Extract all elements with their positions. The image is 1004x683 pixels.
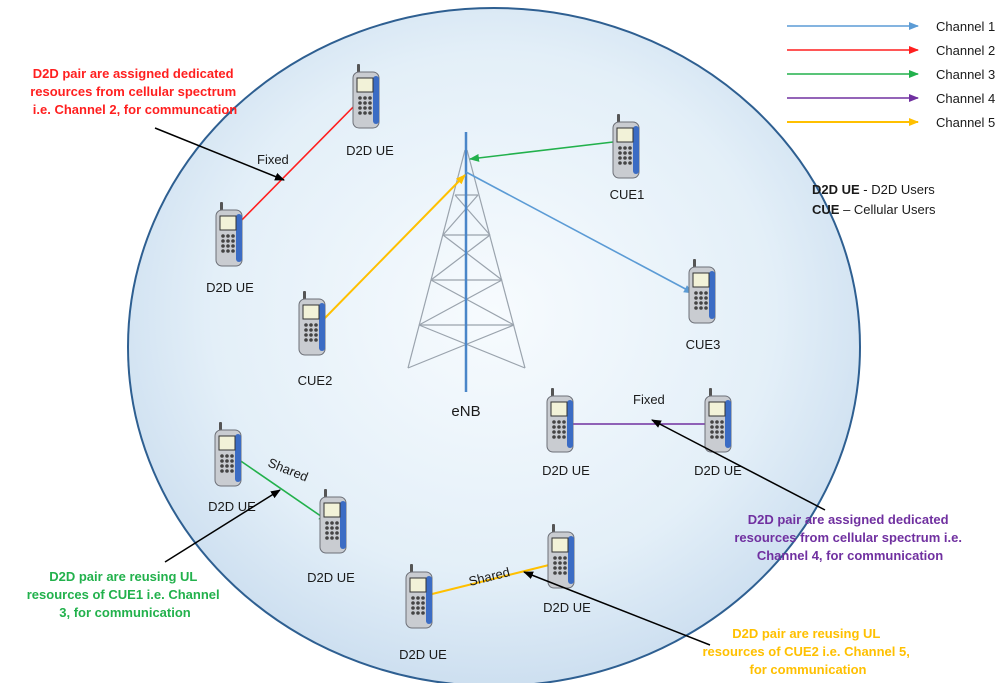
d2d-ue-label: D2D UE bbox=[694, 463, 742, 478]
note-ch4: D2D pair are assigned dedicated resource… bbox=[734, 512, 965, 563]
legend-label-channel-3: Channel 3 bbox=[936, 67, 995, 82]
fixed-link-label: Fixed bbox=[257, 152, 289, 167]
d2d-ue-label: D2D UE bbox=[542, 463, 590, 478]
channel1-link-cue3 bbox=[465, 171, 694, 294]
d2d-ue-phone-icon bbox=[405, 563, 433, 629]
legend-def-term: CUE bbox=[812, 202, 840, 217]
note-ch3: D2D pair are reusing UL resources of CUE… bbox=[27, 569, 224, 620]
cue1-phone-icon bbox=[612, 113, 640, 179]
legend-label-channel-1: Channel 1 bbox=[936, 19, 995, 34]
cue3-phone-icon bbox=[688, 258, 716, 324]
cue3-label: CUE3 bbox=[686, 337, 721, 352]
note-ch2-line: i.e. Channel 2, for communcation bbox=[33, 102, 237, 117]
note-ch3-line: D2D pair are reusing UL bbox=[49, 569, 197, 584]
d2d-ue-phone-icon bbox=[352, 63, 380, 129]
legend-def-text: – Cellular Users bbox=[839, 202, 936, 217]
note-ch5-pointer-arrow bbox=[523, 571, 711, 646]
legend-def-term: D2D UE bbox=[812, 182, 860, 197]
note-ch5: D2D pair are reusing UL resources of CUE… bbox=[703, 626, 914, 677]
channel5-link-cue2 bbox=[322, 174, 466, 321]
legend-label-channel-2: Channel 2 bbox=[936, 43, 995, 58]
enb-label: eNB bbox=[451, 403, 480, 420]
note-ch2-line: D2D pair are assigned dedicated bbox=[33, 66, 234, 81]
d2d-ue-phone-icon bbox=[546, 387, 574, 453]
note-ch4-pointer-arrow bbox=[651, 419, 826, 511]
note-ch2-pointer-arrow bbox=[154, 127, 285, 181]
note-ch3-pointer-arrow bbox=[164, 489, 281, 563]
note-ch4-line: D2D pair are assigned dedicated bbox=[748, 512, 949, 527]
note-ch3-line: resources of CUE1 i.e. Channel bbox=[27, 587, 220, 602]
legend-def-d2d-ue: D2D UE - D2D Users bbox=[812, 182, 935, 197]
d2d-ue-label: D2D UE bbox=[206, 280, 254, 295]
legend-label-channel-4: Channel 4 bbox=[936, 91, 995, 106]
legend: Channel 1 Channel 2 Channel 3 Channel 4 … bbox=[787, 19, 995, 217]
channel3-link-cue1 bbox=[469, 139, 631, 162]
d2d-ue-phone-icon bbox=[214, 421, 242, 487]
d2d-ue-phone-icon bbox=[319, 488, 347, 554]
channel5-link-d2d-pair bbox=[414, 561, 558, 603]
note-ch5-line: resources of CUE2 i.e. Channel 5, bbox=[703, 644, 910, 659]
d2d-ue-phone-icon bbox=[704, 387, 732, 453]
d2d-ue-phone-icon bbox=[547, 523, 575, 589]
d2d-ue-phone-icon bbox=[215, 201, 243, 267]
cue1-label: CUE1 bbox=[610, 187, 645, 202]
d2d-ue-label: D2D UE bbox=[208, 499, 256, 514]
legend-def-text: - D2D Users bbox=[860, 182, 936, 197]
d2d-ue-label: D2D UE bbox=[346, 143, 394, 158]
fixed-link-label: Fixed bbox=[633, 392, 665, 407]
channel3-link-d2d-pair bbox=[222, 446, 329, 522]
d2d-ue-label: D2D UE bbox=[399, 647, 447, 662]
legend-label-channel-5: Channel 5 bbox=[936, 115, 995, 130]
note-ch5-line: for communication bbox=[749, 662, 866, 677]
channel2-link-d2d-pair bbox=[229, 85, 375, 233]
note-ch4-line: Channel 4, for communication bbox=[757, 548, 943, 563]
cue2-phone-icon bbox=[298, 290, 326, 356]
note-ch4-line: resources from cellular spectrum i.e. bbox=[734, 530, 962, 545]
d2d-ue-label: D2D UE bbox=[307, 570, 355, 585]
legend-def-cue: CUE – Cellular Users bbox=[812, 202, 936, 217]
d2d-ue-label: D2D UE bbox=[543, 600, 591, 615]
note-ch5-line: D2D pair are reusing UL bbox=[732, 626, 880, 641]
cue2-label: CUE2 bbox=[298, 373, 333, 388]
note-ch2: D2D pair are assigned dedicated resource… bbox=[30, 66, 240, 117]
note-ch3-line: 3, for communication bbox=[59, 605, 191, 620]
note-ch2-line: resources from cellular spectrum bbox=[30, 84, 236, 99]
